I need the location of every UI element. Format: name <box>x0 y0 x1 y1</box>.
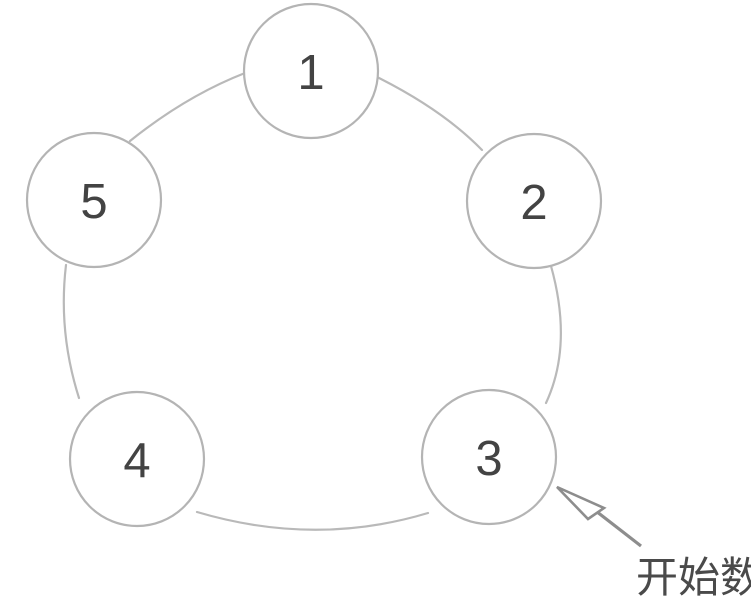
edge-2-to-3 <box>544 264 562 405</box>
edge-1-to-2 <box>375 75 484 152</box>
annotation-arrow-head-icon <box>556 485 607 521</box>
node-1-circle[interactable] <box>242 2 380 140</box>
node-4-circle[interactable] <box>68 390 206 528</box>
node-2-circle[interactable] <box>465 132 603 270</box>
node-1[interactable]: 1 <box>242 2 380 140</box>
edge-3-to-4 <box>195 510 430 531</box>
node-3-circle[interactable] <box>420 388 558 526</box>
node-2[interactable]: 2 <box>465 132 603 270</box>
start-annotation: 开始数 <box>556 485 751 602</box>
edge-4-to-5 <box>62 263 81 400</box>
node-5-label: 5 <box>80 175 107 229</box>
annotation-arrow-shaft <box>591 506 642 548</box>
ring-edges <box>62 71 562 531</box>
node-4-label: 4 <box>123 434 150 488</box>
annotation-label: 开始数 <box>636 553 751 602</box>
node-4[interactable]: 4 <box>68 390 206 528</box>
node-3-label: 3 <box>475 432 502 486</box>
node-2-label: 2 <box>520 176 547 230</box>
node-5[interactable]: 5 <box>25 131 163 269</box>
node-3[interactable]: 3 <box>420 388 558 526</box>
edge-5-to-1 <box>128 71 247 143</box>
node-1-label: 1 <box>297 46 324 100</box>
node-5-circle[interactable] <box>25 131 163 269</box>
